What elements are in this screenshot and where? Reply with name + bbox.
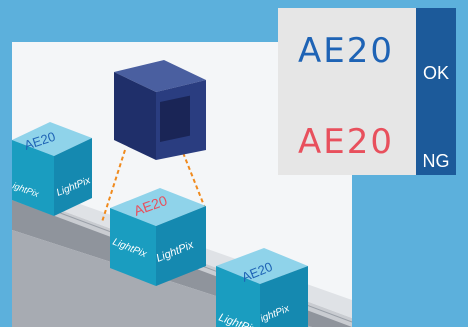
ng-status-label: NG <box>422 151 450 171</box>
scanner-camera-icon <box>114 60 206 160</box>
ng-code-sample: AE20 <box>297 122 394 162</box>
product-box-center: AE20 LightPix LightPix <box>110 188 206 286</box>
ok-status-label: OK <box>422 63 449 83</box>
product-box-right: AE20 LightPix ightPix <box>216 248 308 327</box>
inspection-result-panel: AE20 AE20 OK NG <box>278 8 456 175</box>
product-box-left: AE20 LightPix ightPix <box>11 122 93 216</box>
status-column: OK NG <box>416 8 456 175</box>
laser-beams <box>101 139 206 223</box>
ok-code-sample: AE20 <box>297 31 394 71</box>
